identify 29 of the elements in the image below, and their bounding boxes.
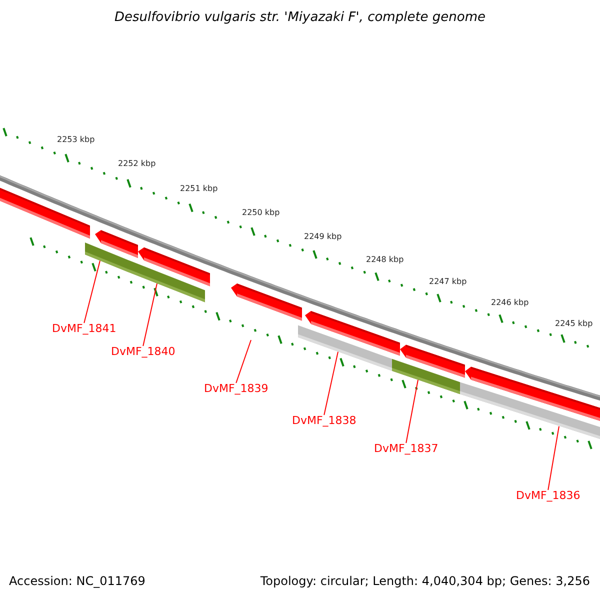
scale-label: 2245 kbp — [555, 320, 593, 328]
gene-bar — [85, 242, 130, 273]
leader-line — [236, 340, 252, 384]
scale-label: 2252 kbp — [118, 160, 156, 168]
scale-label: 2253 kbp — [57, 136, 95, 144]
gene-label: DvMF_1841 — [52, 323, 116, 334]
scale-label: 2248 kbp — [366, 256, 404, 264]
leader-line — [406, 379, 418, 444]
scale-label: 2250 kbp — [242, 209, 280, 217]
leader-line — [84, 260, 100, 324]
scale-label: 2249 kbp — [304, 233, 342, 241]
gene-bar — [392, 358, 460, 394]
title: Desulfovibrio vulgaris str. 'Miyazaki F', complete genome — [113, 11, 487, 24]
scale-label: 2251 kbp — [180, 185, 218, 193]
scale-label: 2247 kbp — [429, 278, 467, 286]
gene-label: DvMF_1837 — [374, 443, 438, 454]
leader-line — [548, 426, 560, 490]
gene-bar — [298, 325, 392, 371]
accession-text: Accession: NC_011769 — [9, 575, 146, 587]
genome-summary-text: Topology: circular; Length: 4,040,304 bp; Genes: 3,256 — [260, 575, 590, 587]
gene-label: DvMF_1836 — [516, 490, 580, 501]
leader-line — [324, 351, 338, 416]
gene-bar — [460, 382, 600, 440]
gene-label: DvMF_1838 — [292, 415, 356, 426]
leader-line — [142, 283, 158, 346]
gene-label: DvMF_1840 — [111, 346, 176, 357]
gene-label: DvMF_1839 — [204, 383, 268, 394]
scale-label: 2246 kbp — [491, 299, 529, 307]
gene-bar — [130, 260, 205, 302]
